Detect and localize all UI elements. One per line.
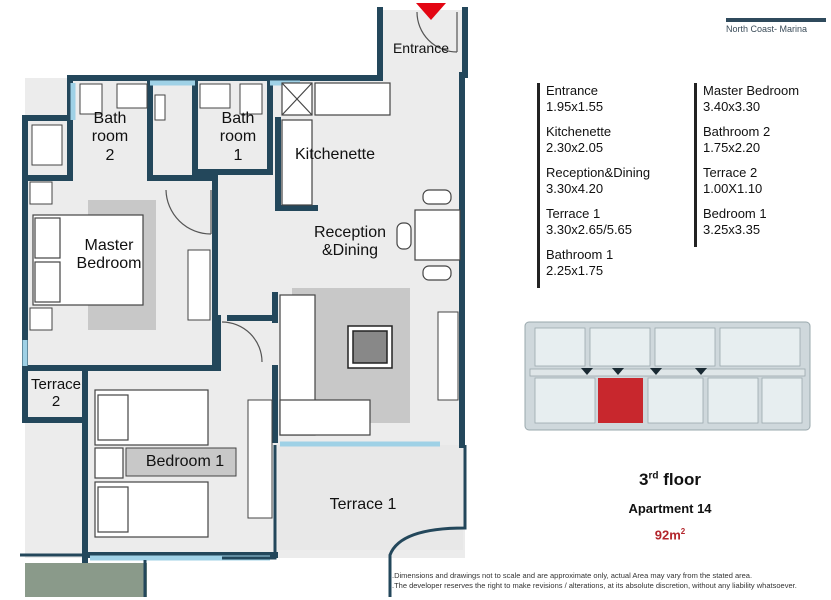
entrance-arrow-icon: [416, 3, 446, 20]
terrace-1-floor: [278, 445, 463, 550]
room-label-bathroom-2: Bath room 2: [80, 110, 140, 165]
dim-name: Kitchenette: [546, 124, 612, 139]
dim-size: 2.30x2.05: [546, 140, 604, 155]
dim-size: 3.30x2.65/5.65: [546, 222, 633, 237]
area-unit-exponent: 2: [680, 527, 686, 536]
dim-size: 3.25x3.35: [703, 222, 761, 237]
bedroom1-rug: [125, 447, 237, 477]
area-value: 92m: [654, 527, 681, 543]
room-label-bathroom-1: Bath room 1: [208, 110, 268, 165]
dining-set: [396, 189, 461, 281]
master-line2: Bedroom: [76, 255, 142, 273]
sofa: [279, 294, 371, 436]
apartment-number: Apartment 14: [628, 501, 712, 516]
dim-size: 2.25x1.75: [546, 263, 604, 278]
room-label-entrance: Entrance: [392, 40, 450, 56]
floor-number: 3: [639, 470, 649, 489]
master-bed: [32, 214, 144, 306]
dim-size: 1.75x2.20: [703, 140, 761, 155]
dim-size: 3.30x4.20: [546, 181, 604, 196]
disclaimer-line-1: .Dimensions and drawings not to scale an…: [392, 571, 753, 580]
dim-name: Bedroom 1: [703, 206, 767, 221]
bathroom-1-line1: Bath: [221, 110, 255, 127]
apartment-highlight: [598, 378, 643, 423]
master-line1: Master: [84, 237, 134, 254]
bedroom1-beds: [94, 389, 209, 538]
terrace-rails: [20, 445, 467, 597]
room-label-terrace-2: Terrace 2: [22, 376, 90, 411]
room-label-reception: Reception &Dining: [298, 224, 402, 261]
dim-name: Reception&Dining: [546, 165, 651, 180]
dim-size: 1.95x1.55: [546, 99, 604, 114]
bathroom-fixtures: [31, 83, 263, 166]
floor-label: 3rd floor: [600, 470, 740, 490]
dim-name: Terrace 1: [546, 206, 601, 221]
reception-line2: &Dining: [321, 242, 379, 260]
bathroom-2-line2: room: [91, 128, 129, 146]
dim-name: Entrance: [546, 83, 599, 98]
room-label-kitchenette: Kitchenette: [294, 146, 376, 163]
key-plan-markers: [581, 368, 707, 375]
brand-logo: North Coast- Marina: [726, 18, 826, 40]
nightstands: [29, 181, 211, 331]
floor-word: floor: [658, 470, 701, 489]
dim-size: 3.40x3.30: [703, 99, 761, 114]
terrace2-line2: 2: [51, 393, 61, 411]
bathroom-2-line1: Bath: [93, 110, 127, 127]
floor-suffix: rd: [648, 470, 659, 482]
disclaimer-line-2: .The developer reserves the right to mak…: [392, 581, 797, 590]
wardrobe: [247, 399, 273, 519]
coffee-table: [347, 325, 393, 369]
tv-unit: [437, 311, 459, 401]
room-label-terrace-1: Terrace 1: [329, 496, 397, 513]
dim-name: Bathroom 1: [546, 247, 614, 262]
room-label-bedroom-1: Bedroom 1: [145, 453, 225, 470]
apartment-area: 92m2: [600, 527, 740, 542]
terrace2-line1: Terrace: [30, 376, 82, 393]
doors: [165, 11, 458, 363]
dim-name: Master Bedroom: [703, 83, 800, 98]
kitchenette-counter: [281, 82, 391, 206]
dim-name: Bathroom 2: [703, 124, 771, 139]
bathroom-2-line3: 2: [105, 146, 115, 164]
terrace-2-ground: [25, 563, 147, 597]
walls: [22, 7, 468, 563]
bathroom-1-line2: room: [219, 128, 257, 146]
dim-name: Terrace 2: [703, 165, 758, 180]
reception-line1: Reception: [313, 224, 387, 241]
key-plan-detail: [529, 327, 806, 424]
dim-size: 1.00X1.10: [703, 181, 763, 196]
room-label-master-bedroom: Master Bedroom: [64, 237, 154, 274]
bathroom-1-line3: 1: [233, 146, 243, 164]
brand-location: North Coast- Marina: [726, 24, 808, 34]
brand-bar: [726, 18, 826, 22]
